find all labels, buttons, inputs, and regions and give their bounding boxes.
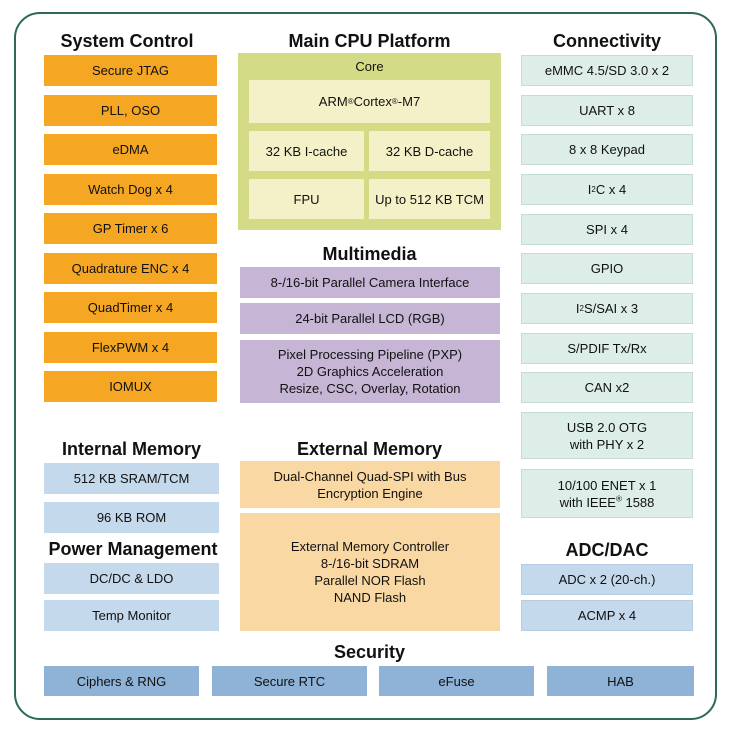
efuse-block: eFuse [379, 666, 534, 696]
pxp-block: Pixel Processing Pipeline (PXP) 2D Graph… [240, 340, 500, 403]
hab-block: HAB [547, 666, 694, 696]
uart-block: UART x 8 [521, 95, 693, 126]
usb-line-2: with PHY x 2 [569, 436, 645, 452]
enet-line-2: with IEEE® 1588 [560, 494, 655, 511]
external-memory-controller-block: External Memory Controller 8-/16-bit SDR… [240, 513, 500, 631]
power-management-heading: Power Management [48, 539, 218, 559]
ciphers-rng-block: Ciphers & RNG [44, 666, 199, 696]
watchdog-block: Watch Dog x 4 [44, 174, 217, 205]
gp-timer-block: GP Timer x 6 [44, 213, 217, 244]
gpio-block: GPIO [521, 253, 693, 284]
fpu-block: FPU [249, 179, 364, 219]
quadtimer-block: QuadTimer x 4 [44, 292, 217, 323]
emc-line-4: NAND Flash [333, 590, 407, 605]
pxp-line-2: 2D Graphics Acceleration [296, 364, 444, 379]
enet-line-1: 10/100 ENET x 1 [557, 477, 657, 493]
secure-jtag-block: Secure JTAG [44, 55, 217, 86]
iomux-block: IOMUX [44, 371, 217, 402]
arm-text: ARM [318, 94, 348, 109]
security-heading: Security [333, 642, 406, 662]
arm-cortex-m7-block: ARM® Cortex®-M7 [249, 80, 490, 123]
quadrature-enc-block: Quadrature ENC x 4 [44, 253, 217, 284]
dcache-block: 32 KB D-cache [369, 131, 490, 171]
enet-with-ieee: with IEEE [559, 494, 616, 510]
tcm-block: Up to 512 KB TCM [369, 179, 490, 219]
adc-dac-heading: ADC/DAC [565, 540, 649, 560]
secure-rtc-block: Secure RTC [212, 666, 367, 696]
emmc-sd-block: eMMC 4.5/SD 3.0 x 2 [521, 55, 693, 86]
connectivity-heading: Connectivity [552, 31, 662, 51]
emc-line-3: Parallel NOR Flash [314, 573, 426, 588]
quad-spi-block: Dual-Channel Quad-SPI with Bus Encryptio… [240, 461, 500, 508]
system-control-heading: System Control [60, 31, 194, 51]
i2c-prefix: I [587, 182, 592, 197]
external-memory-heading: External Memory [296, 439, 443, 459]
flexpwm-block: FlexPWM x 4 [44, 332, 217, 363]
m7-text: -M7 [397, 94, 421, 109]
diagram-frame [14, 12, 717, 720]
can-block: CAN x2 [521, 372, 693, 403]
i2s-prefix: I [575, 301, 580, 316]
multimedia-heading: Multimedia [322, 244, 417, 264]
rom-block: 96 KB ROM [44, 502, 219, 533]
pll-oso-block: PLL, OSO [44, 95, 217, 126]
lcd-block: 24-bit Parallel LCD (RGB) [240, 303, 500, 334]
dcdc-ldo-block: DC/DC & LDO [44, 563, 219, 594]
enet-block: 10/100 ENET x 1 with IEEE® 1588 [521, 469, 693, 518]
cpu-platform-block: Core ARM® Cortex®-M7 32 KB I-cache 32 KB… [238, 53, 501, 230]
temp-monitor-block: Temp Monitor [44, 600, 219, 631]
i2c-suffix: C x 4 [595, 182, 627, 197]
qspi-line-1: Dual-Channel Quad-SPI with Bus [273, 468, 467, 484]
internal-memory-heading: Internal Memory [61, 439, 202, 459]
i2s-suffix: S/SAI x 3 [583, 301, 639, 316]
sram-tcm-block: 512 KB SRAM/TCM [44, 463, 219, 494]
emc-line-2: 8-/16-bit SDRAM [320, 556, 420, 571]
acmp-block: ACMP x 4 [521, 600, 693, 631]
cortex-text: Cortex [353, 94, 392, 109]
edma-block: eDMA [44, 134, 217, 165]
usb-otg-block: USB 2.0 OTG with PHY x 2 [521, 412, 693, 459]
qspi-line-2: Encryption Engine [317, 485, 423, 501]
keypad-block: 8 x 8 Keypad [521, 134, 693, 165]
enet-1588: 1588 [621, 494, 655, 510]
spdif-block: S/PDIF Tx/Rx [521, 333, 693, 364]
adc-block: ADC x 2 (20-ch.) [521, 564, 693, 595]
core-label: Core [355, 59, 384, 74]
main-cpu-heading: Main CPU Platform [288, 31, 451, 51]
camera-interface-block: 8-/16-bit Parallel Camera Interface [240, 267, 500, 298]
registered-mark: ® [615, 494, 622, 504]
icache-block: 32 KB I-cache [249, 131, 364, 171]
emc-line-1: External Memory Controller [290, 539, 450, 554]
spi-block: SPI x 4 [521, 214, 693, 245]
pxp-line-1: Pixel Processing Pipeline (PXP) [277, 347, 463, 362]
usb-line-1: USB 2.0 OTG [566, 419, 648, 435]
pxp-line-3: Resize, CSC, Overlay, Rotation [279, 381, 461, 396]
